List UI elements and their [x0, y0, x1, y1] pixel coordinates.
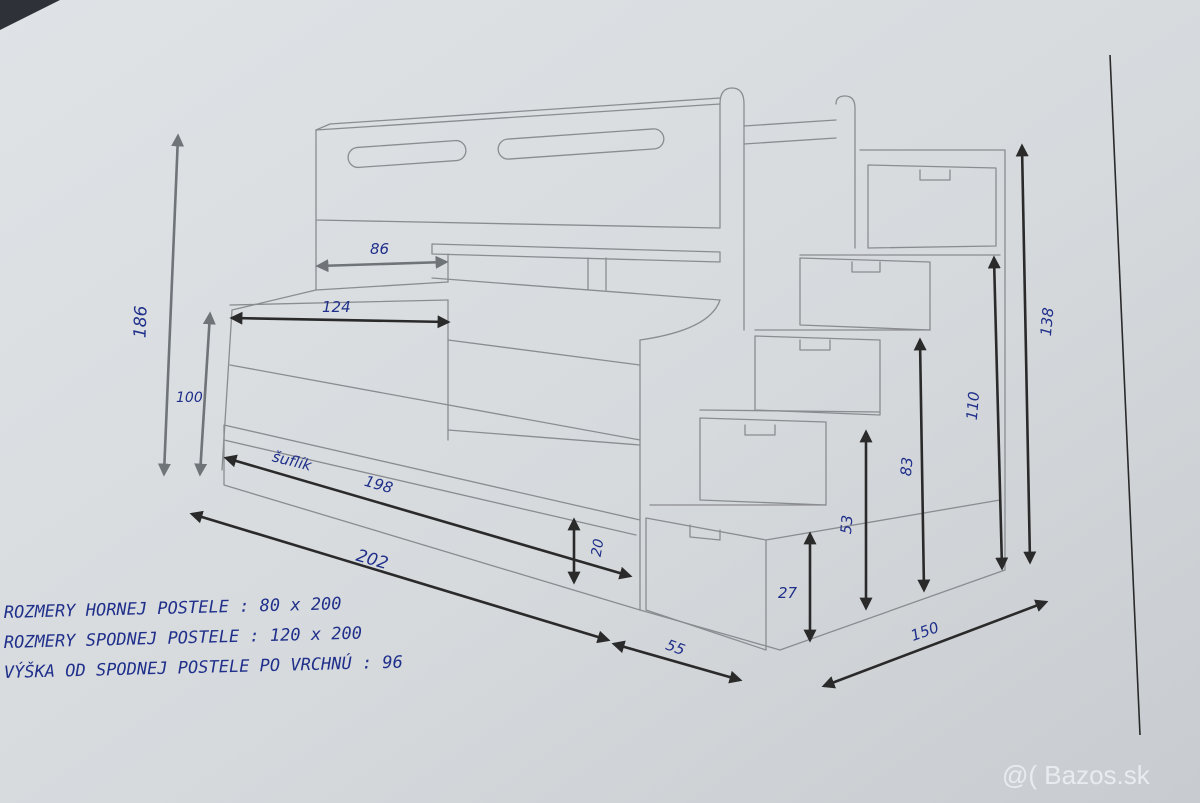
dim-step-4: 110: [963, 391, 983, 421]
dim-drawer-height: 20: [589, 538, 608, 558]
arrow-width-upper: [229, 311, 451, 329]
dim-height-total: 186: [131, 305, 152, 338]
dim-step-3: 83: [897, 456, 917, 477]
arrow-depth-step: [611, 640, 743, 684]
dim-height-lower: 100: [176, 390, 203, 406]
paper-edge-line: [1109, 54, 1141, 736]
dim-depth-step: 55: [663, 636, 687, 659]
dim-width-upper: 124: [322, 298, 351, 316]
dark-corner: [0, 0, 60, 30]
arrow-width-shelf: [315, 255, 449, 273]
dimension-arrows: [157, 133, 1049, 689]
arrow-step-3: [913, 337, 931, 593]
arrow-width-total: [821, 599, 1049, 689]
arrow-height-total: [157, 133, 185, 477]
arrow-height-lower: [194, 311, 216, 477]
dim-step-2: 53: [837, 514, 857, 535]
arrow-length-total: [189, 510, 611, 644]
dimension-labels: 186 100 86 124 šuflík 198 20 202 55 150 …: [131, 240, 1058, 659]
dim-width-shelf: 86: [370, 240, 389, 258]
arrow-step-4: [987, 255, 1009, 571]
dim-step-1: 27: [778, 584, 798, 602]
bazos-watermark: @( Bazos.sk: [1002, 760, 1151, 790]
arrow-stairs-height: [1015, 143, 1037, 565]
dim-stairs-height: 138: [1037, 307, 1057, 337]
